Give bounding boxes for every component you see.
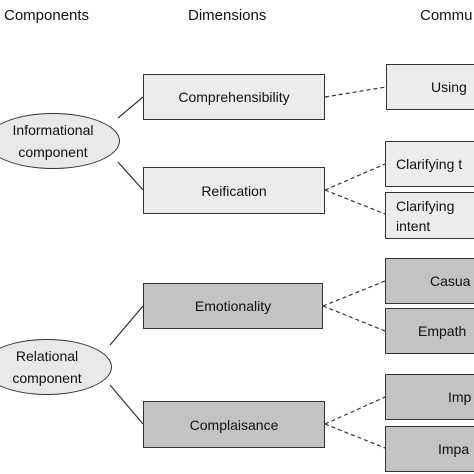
strategy-imp-1: Imp: [385, 374, 474, 420]
link-complaisance-imp-1: [324, 396, 386, 425]
strategy-clarifying-1: Clarifying t: [385, 141, 474, 187]
dimension-emotionality: Emotionality: [143, 283, 323, 329]
link-reification-clarifying-2: [324, 189, 386, 215]
component-informational: Informational component: [0, 113, 120, 169]
dimension-reification: Reification: [143, 167, 325, 214]
link-relational-complaisance: [109, 384, 144, 425]
link-relational-emotionality: [109, 305, 144, 346]
header-strategies: Commu: [420, 7, 473, 24]
link-comprehensibility-using: [324, 86, 387, 98]
strategy-casual: Casua: [385, 258, 474, 304]
strategy-clarifying-2: Clarifying intent: [385, 192, 474, 239]
strategy-empathy: Empath: [385, 308, 474, 354]
component-relational: Relational component: [0, 339, 112, 395]
link-informational-comprehensibility: [117, 96, 144, 119]
link-emotionality-casual: [322, 280, 386, 307]
header-components: Components: [4, 7, 90, 24]
dimension-complaisance: Complaisance: [143, 401, 325, 448]
link-informational-reification: [117, 161, 144, 191]
header-dimensions: Dimensions: [188, 7, 267, 24]
dimension-comprehensibility: Comprehensibility: [143, 74, 325, 120]
link-emotionality-empathy: [322, 305, 386, 332]
link-complaisance-imp-2: [324, 423, 386, 449]
strategy-imp-2: Impa: [385, 426, 474, 472]
link-reification-clarifying-1: [324, 163, 386, 191]
strategy-using: Using: [386, 64, 474, 110]
